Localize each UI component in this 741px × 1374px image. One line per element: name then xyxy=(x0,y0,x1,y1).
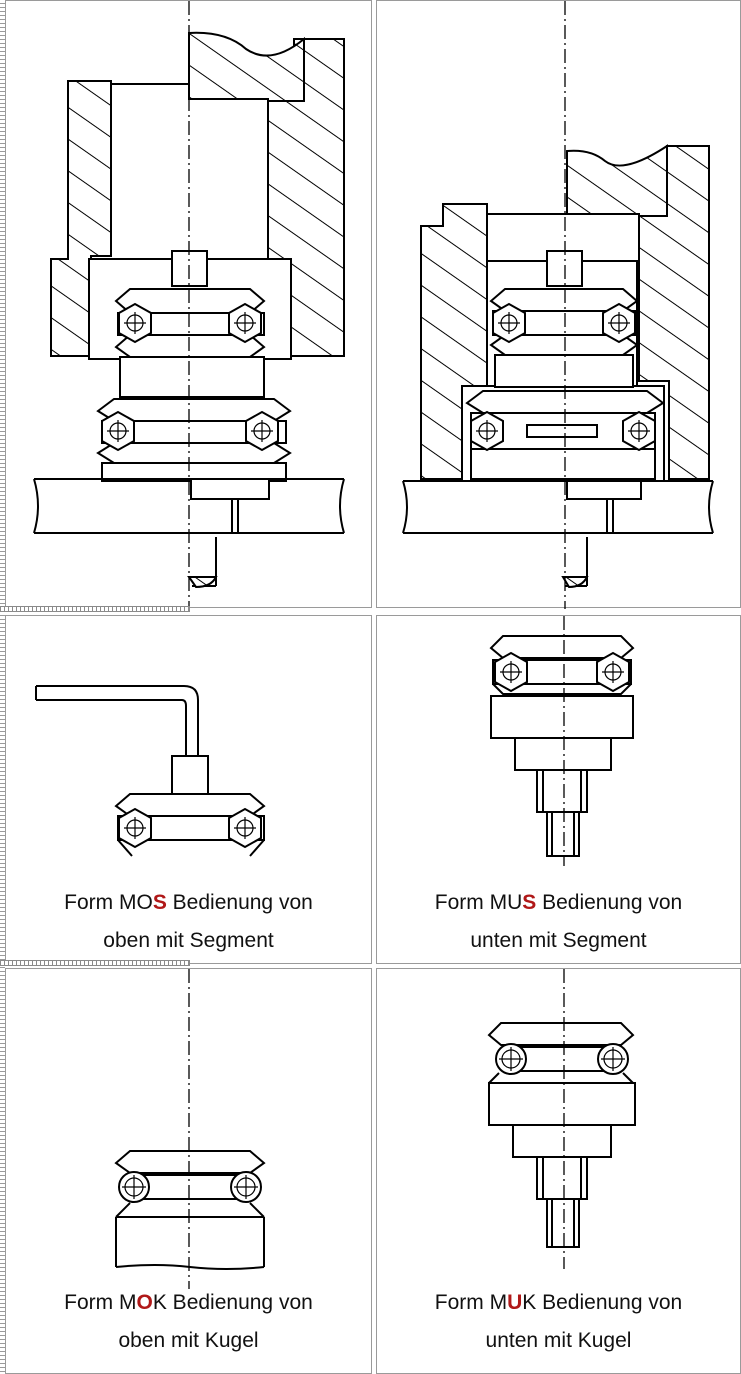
left-ruler-edge xyxy=(0,0,5,1374)
caption-mos-line1: Form MOS Bedienung von xyxy=(64,891,313,914)
panel-form-mok-card: Form MOK Bedienung von oben mit Kugel xyxy=(5,968,372,1374)
caption-mus-line1: Form MUS Bedienung von xyxy=(434,891,683,914)
caption-muk-line2: unten mit Kugel xyxy=(485,1329,632,1352)
separator-ruler-2 xyxy=(0,960,190,966)
panel-install-bottom xyxy=(376,0,741,609)
panel-form-mos-card: Form MOS Bedienung von oben mit Segment xyxy=(5,615,372,964)
caption-mos-line2: oben mit Segment xyxy=(103,929,274,952)
caption-mok: Form MOK Bedienung von oben mit Kugel xyxy=(6,1284,371,1360)
caption-muk-highlight: U xyxy=(507,1291,523,1314)
drawing-muk xyxy=(487,969,636,1269)
panel-install-top xyxy=(5,0,372,609)
caption-mus-line2: unten mit Segment xyxy=(470,929,647,952)
panel-form-mus-card: Form MUS Bedienung von unten mit Segment xyxy=(376,615,741,964)
caption-mok-highlight: O xyxy=(136,1291,153,1314)
caption-mok-line2: oben mit Kugel xyxy=(118,1329,259,1352)
drawing-install-top xyxy=(33,1,345,609)
caption-mos: Form MOS Bedienung von oben mit Segment xyxy=(6,884,371,960)
drawing-install-bottom xyxy=(402,1,714,609)
panel-form-muk-card: Form MUK Bedienung von unten mit Kugel xyxy=(376,968,741,1374)
caption-mos-highlight: S xyxy=(152,891,167,914)
drawing-mos xyxy=(35,685,266,857)
caption-mok-line1: Form MOK Bedienung von xyxy=(64,1291,313,1314)
caption-muk-line1: Form MUK Bedienung von xyxy=(434,1291,683,1314)
drawing-mok xyxy=(114,969,266,1289)
caption-mus-highlight: S xyxy=(522,891,537,914)
caption-mus: Form MUS Bedienung von unten mit Segment xyxy=(377,884,740,960)
caption-muk: Form MUK Bedienung von unten mit Kugel xyxy=(377,1284,740,1360)
separator-ruler-1 xyxy=(0,606,190,612)
drawing-mus xyxy=(489,616,635,866)
